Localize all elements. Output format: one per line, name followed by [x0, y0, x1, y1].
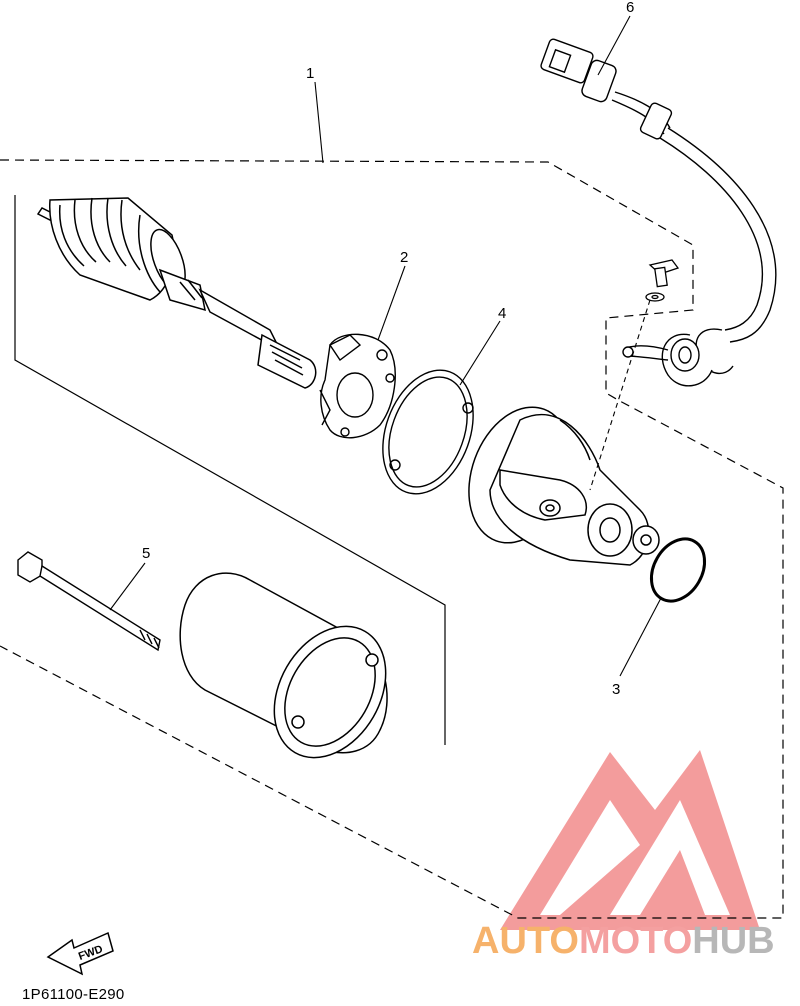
fwd-arrow-icon: FWD: [46, 931, 114, 976]
watermark-logo-icon: [500, 750, 760, 930]
callout-5: 5: [142, 545, 150, 562]
callout-4: 4: [498, 305, 506, 322]
leader-lines: [109, 15, 662, 677]
inner-frame: [14, 195, 446, 745]
watermark-text: AUTOMOTOHUB: [472, 920, 775, 963]
callout-6: 6: [626, 0, 634, 16]
lead-wire-part-6: [540, 38, 777, 387]
front-cover: [468, 406, 660, 566]
callout-1: 1: [306, 65, 314, 82]
diagram-code: 1P61100-E290: [22, 986, 125, 1003]
yoke-housing: [179, 572, 388, 759]
watermark-part-c: HUB: [692, 920, 775, 962]
watermark-part-b: MOTO: [578, 920, 693, 962]
callout-2: 2: [400, 249, 408, 266]
callout-3: 3: [612, 681, 620, 698]
brush-plate-part-2: [319, 333, 396, 439]
watermark-part-a: AUTO: [472, 920, 579, 962]
o-ring-part-3: [649, 537, 707, 603]
through-bolt-part-5: [17, 551, 161, 652]
gasket-part-4: [382, 369, 474, 495]
armature: [36, 197, 317, 389]
screw-and-washer: [645, 259, 680, 302]
